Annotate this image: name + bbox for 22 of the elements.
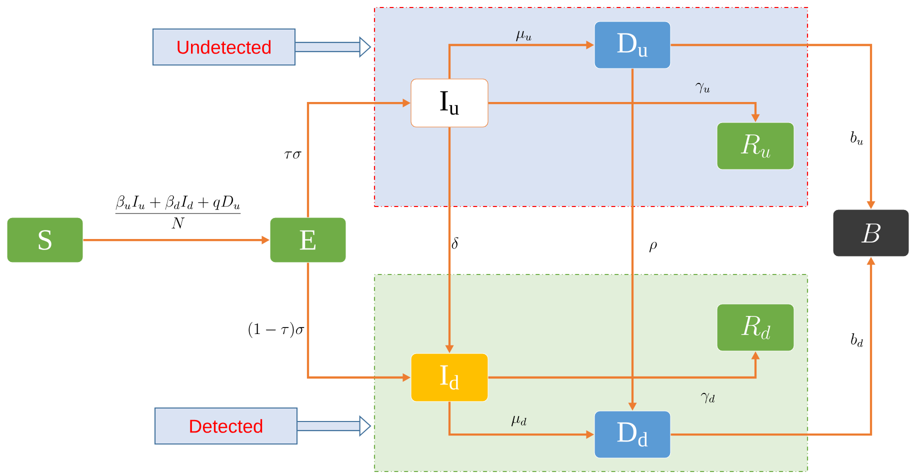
- compartment-box: I$_{u}$: [410, 78, 488, 128]
- compartment-box: E: [270, 217, 346, 263]
- edge-label: $\gamma_u$: [696, 82, 710, 94]
- compartment-box: I$_{d}$: [410, 353, 488, 402]
- edge-label: $\tau\sigma$: [284, 152, 302, 159]
- compartment-box: S: [6, 217, 84, 263]
- callout-box: Detected: [154, 407, 298, 445]
- edge-label: $b_d$: [851, 333, 863, 347]
- edge-label: $\delta$: [452, 237, 458, 249]
- edge-label: $\mu_u$: [516, 30, 532, 42]
- compartment-box: D$_{d}$: [594, 410, 671, 458]
- edge-label: $\gamma_d$: [701, 392, 715, 404]
- edge-label: $\mu_d$: [511, 416, 526, 426]
- edge-label: $b_u$: [850, 131, 863, 145]
- compartment-box: D$_{u}$: [594, 21, 671, 69]
- compartment-box: $R_d$: [716, 304, 794, 352]
- edge-label: $\rho$: [649, 242, 657, 252]
- compartment-box: $B$: [832, 209, 910, 257]
- compartment-box: $R_u$: [716, 122, 794, 170]
- callout-box: Undetected: [152, 28, 296, 66]
- edge-label: $(1-\tau)\sigma$: [248, 322, 304, 338]
- edge-label: $\frac{\beta_u I_u + \beta_d I_d + q D_u}{N}$: [115, 195, 241, 228]
